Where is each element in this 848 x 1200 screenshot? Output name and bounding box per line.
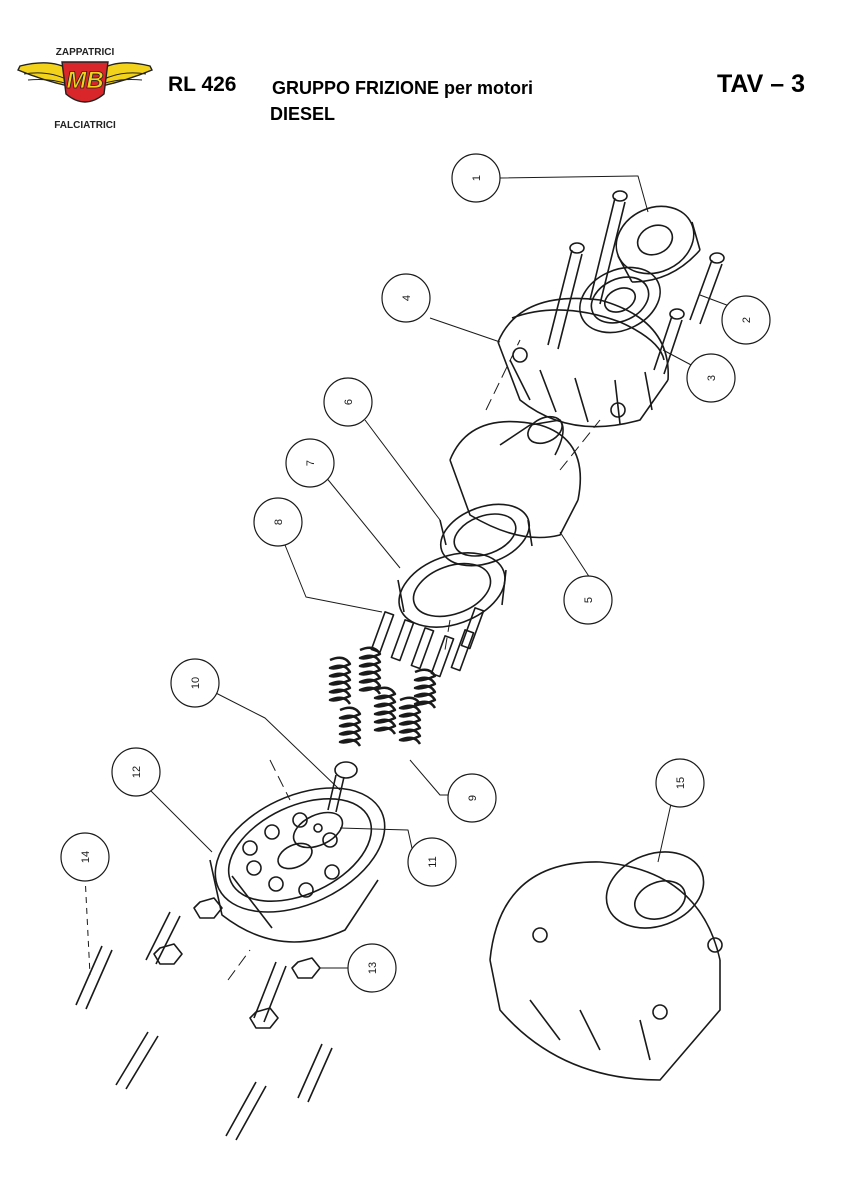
svg-text:13: 13 xyxy=(367,962,379,974)
svg-text:5: 5 xyxy=(583,597,595,603)
part-15-assembly xyxy=(489,851,723,1081)
mb-logo: MB ZAPPATRICI FALCIATRICI xyxy=(17,47,153,131)
callout-14: 14 xyxy=(60,832,110,882)
callouts: 1 2 3 4 5 6 7 8 xyxy=(60,153,771,993)
callout-15: 15 xyxy=(655,758,705,808)
callout-7: 7 xyxy=(285,438,335,488)
callout-1: 1 xyxy=(451,153,501,203)
callout-2: 2 xyxy=(721,295,771,345)
part-5-drum xyxy=(449,415,582,539)
callout-11: 11 xyxy=(407,837,457,887)
page-title: GRUPPO FRIZIONE per motori xyxy=(272,78,534,98)
svg-text:3: 3 xyxy=(706,375,718,381)
part-2-bearing xyxy=(579,266,661,334)
callout-12: 12 xyxy=(111,747,161,797)
model-code: RL 426 xyxy=(168,73,237,96)
svg-text:FALCIATRICI: FALCIATRICI xyxy=(54,120,116,131)
part-8-pins xyxy=(370,607,485,678)
part-4-housing xyxy=(497,297,669,428)
table-reference: TAV – 3 xyxy=(717,70,805,98)
part-14-studs xyxy=(75,911,333,1141)
callout-8: 8 xyxy=(253,497,303,547)
part-6-bearing xyxy=(439,503,533,567)
svg-text:15: 15 xyxy=(675,777,687,789)
svg-text:8: 8 xyxy=(273,519,285,525)
part-7-ring xyxy=(397,552,507,628)
svg-text:ZAPPATRICI: ZAPPATRICI xyxy=(56,47,115,58)
callout-6: 6 xyxy=(323,377,373,427)
svg-text:4: 4 xyxy=(401,295,413,301)
svg-text:9: 9 xyxy=(467,795,479,801)
part-3-bolts xyxy=(547,190,725,375)
page-title-line2: DIESEL xyxy=(270,104,336,124)
leader-lines xyxy=(84,175,741,981)
svg-text:1: 1 xyxy=(471,175,483,181)
part-1-cap xyxy=(615,205,701,283)
svg-text:14: 14 xyxy=(80,851,92,863)
part-12-plate xyxy=(209,787,386,943)
callout-3: 3 xyxy=(686,353,736,403)
page-header: MB ZAPPATRICI FALCIATRICI RL 426 GRUPPO … xyxy=(0,0,848,140)
callout-9: 9 xyxy=(447,773,497,823)
callout-5: 5 xyxy=(563,575,613,625)
svg-text:6: 6 xyxy=(343,399,355,405)
callout-10: 10 xyxy=(170,658,220,708)
svg-text:12: 12 xyxy=(131,766,143,778)
part-10-bolt xyxy=(327,761,358,813)
svg-text:2: 2 xyxy=(741,317,753,323)
callout-13: 13 xyxy=(347,943,397,993)
svg-text:7: 7 xyxy=(305,460,317,466)
callout-4: 4 xyxy=(381,273,431,323)
svg-text:11: 11 xyxy=(427,856,439,867)
part-9-springs xyxy=(328,646,437,747)
exploded-view-drawing: 1 2 3 4 5 6 7 8 xyxy=(60,153,771,1141)
svg-text:MB: MB xyxy=(66,67,103,94)
svg-text:10: 10 xyxy=(190,677,202,689)
